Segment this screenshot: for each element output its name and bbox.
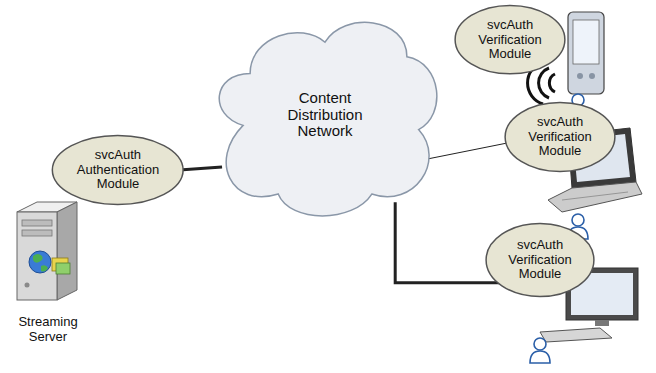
ellipse-shape [505, 102, 615, 171]
verification-module-ellipse: svcAuth Verification Module [485, 222, 595, 298]
node-text: svcAuth Verification Module [478, 18, 542, 62]
network-link [179, 167, 222, 170]
pda-icon [568, 12, 604, 94]
verification-module-ellipse: svcAuth Verification Module [454, 4, 566, 75]
auth-module-ellipse: svcAuth Authentication Module [51, 134, 184, 206]
ellipse-shape [455, 6, 565, 74]
node-text: svcAuth Authentication Module [77, 148, 159, 192]
verification-module-ellipse: svcAuth Verification Module [504, 101, 616, 173]
cloud-shape [219, 22, 437, 215]
network-cloud: Content Distribution Network [208, 11, 442, 219]
node-text: svcAuth Verification Module [528, 115, 592, 159]
network-link [419, 143, 509, 161]
ellipse-shape [53, 135, 184, 204]
server-label: Streaming Server [18, 315, 77, 344]
node-text: Content Distribution Network [287, 90, 362, 140]
node-text: svcAuth Verification Module [508, 238, 572, 282]
ellipse-shape [486, 224, 594, 297]
user-icon [530, 338, 550, 363]
network-link [395, 202, 501, 282]
server-icon [17, 202, 77, 300]
